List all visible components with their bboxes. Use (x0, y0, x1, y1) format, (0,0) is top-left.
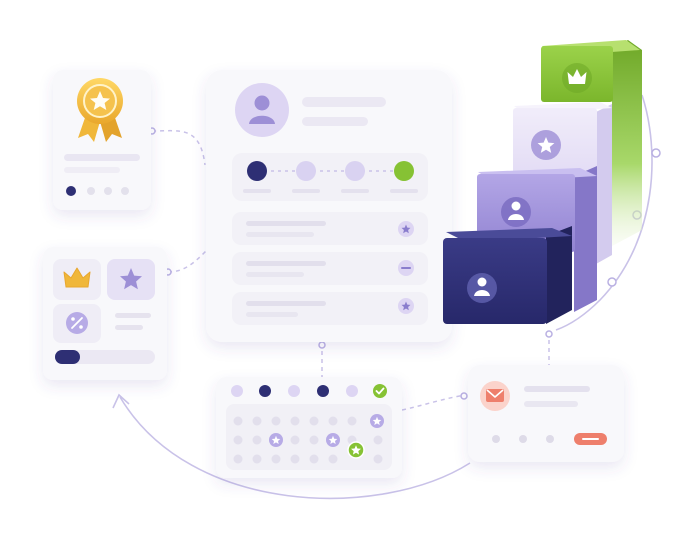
list-row[interactable] (232, 252, 428, 285)
step-label (243, 189, 271, 193)
star-icon (351, 445, 361, 455)
step-label (390, 189, 418, 193)
mail-badge (480, 381, 510, 411)
notification-text-line (524, 401, 578, 407)
benefit-text-line (115, 325, 143, 330)
user-icon (508, 214, 524, 220)
calendar-star-day-highlight[interactable] (347, 441, 365, 459)
tier-step-3 (345, 161, 365, 181)
calendar-card (216, 377, 402, 478)
star-icon (328, 435, 338, 444)
reward-page-dot-active (66, 186, 76, 196)
star-icon (120, 268, 142, 290)
connector-calendar-to-notification (401, 394, 467, 411)
step-label (292, 189, 320, 193)
notification-card-bg (468, 365, 624, 462)
star-icon (401, 224, 411, 234)
connector-reward-to-profile (151, 129, 206, 166)
tier-step-1 (247, 161, 267, 181)
benefits-card (43, 247, 167, 380)
connector-benefits-to-profile (167, 249, 208, 273)
reward-pagination[interactable] (66, 186, 129, 196)
avatar (235, 83, 289, 137)
growth-curve (555, 94, 653, 331)
tier-block-1 (443, 226, 572, 324)
tier-progress-stepper (232, 153, 428, 201)
reward-page-dot (104, 187, 112, 195)
benefits-progress-fill (55, 350, 80, 364)
step-label (341, 189, 369, 193)
calendar-star-day[interactable] (326, 433, 340, 447)
benefits-progress-track (55, 350, 155, 364)
return-arrow-head (112, 393, 130, 409)
star-icon (401, 301, 411, 311)
profile-card (206, 70, 452, 342)
percent-icon (66, 312, 88, 334)
calendar-check-badge (373, 384, 387, 398)
star-icon (537, 137, 555, 153)
reward-page-dot (121, 187, 129, 195)
reward-card (53, 70, 151, 210)
tier-step-2 (296, 161, 316, 181)
tier-step-4 (394, 161, 414, 181)
notification-card (468, 365, 624, 462)
award-medal-icon (77, 78, 123, 142)
notification-pagination[interactable] (492, 435, 554, 443)
benefit-text-line (115, 313, 151, 318)
reward-subtitle-line (64, 167, 120, 173)
crown-icon (63, 267, 91, 288)
return-arrow-curve (119, 396, 471, 500)
reward-title-line (64, 154, 140, 161)
calendar-star-day[interactable] (370, 414, 384, 428)
list-row[interactable] (232, 212, 428, 245)
check-icon (375, 387, 385, 395)
tier-block-3 (513, 102, 612, 264)
calendar-star-day[interactable] (269, 433, 283, 447)
user-icon (474, 290, 490, 296)
crown-icon (567, 69, 587, 84)
list-row[interactable] (232, 292, 428, 325)
profile-detail-line (302, 117, 368, 126)
connector-lines (112, 94, 653, 500)
star-icon (372, 416, 382, 425)
calendar-header-dots (231, 384, 387, 398)
reward-page-dot (87, 187, 95, 195)
tier-block-4 (541, 40, 642, 246)
profile-name-line (302, 97, 386, 107)
notification-title-line (524, 386, 590, 392)
loyalty-tier-stairs (443, 40, 642, 324)
star-icon (271, 435, 281, 444)
